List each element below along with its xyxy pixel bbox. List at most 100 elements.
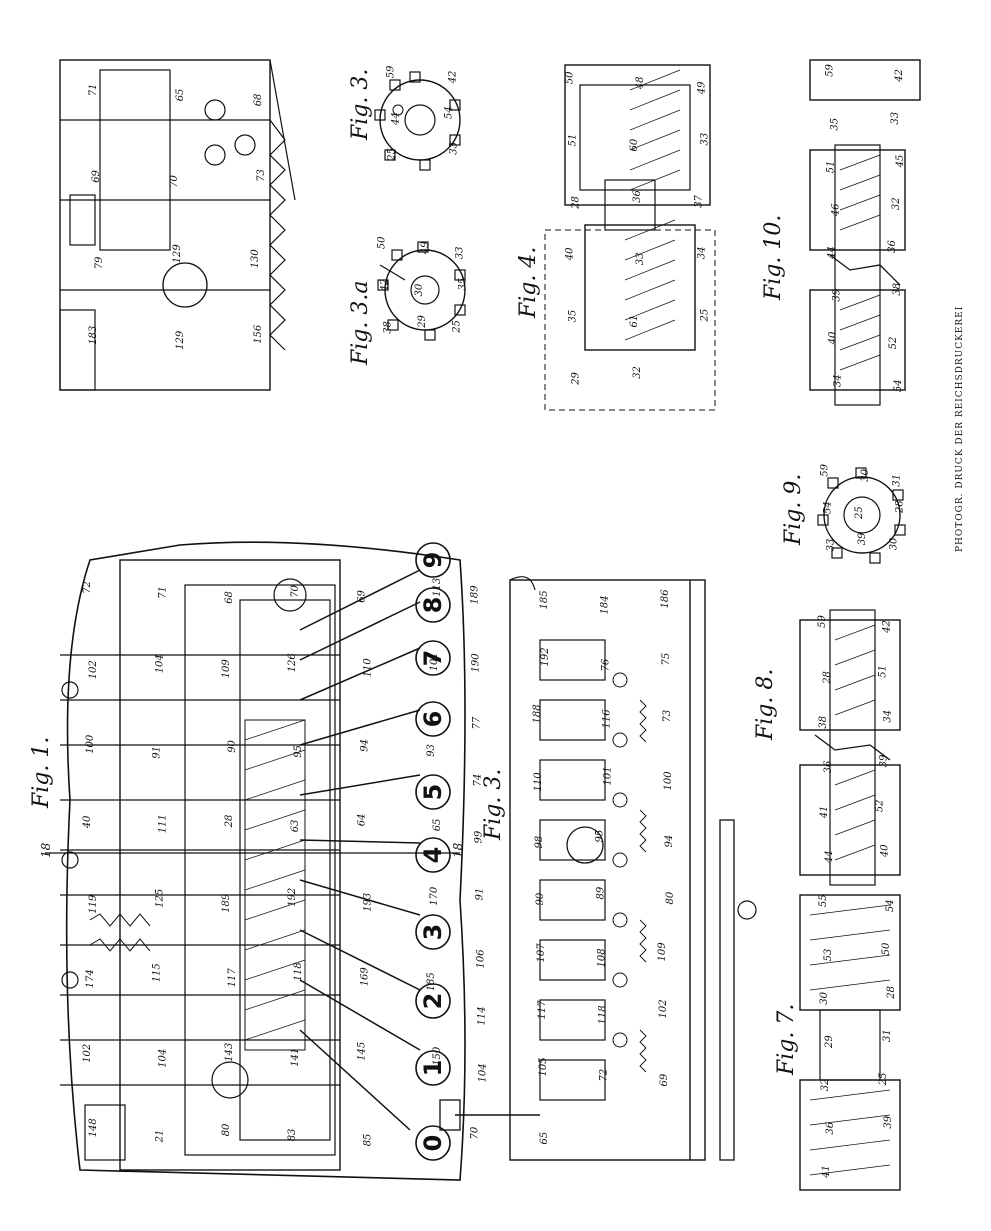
ref-numeral-fig1: 91 [152, 746, 163, 759]
ref-numeral-fig3: 105 [538, 1057, 549, 1076]
ref-numeral-fig10: 51 [825, 161, 836, 174]
ref-numeral-fig4: 33 [699, 133, 710, 146]
key-7 [415, 640, 451, 676]
ref-numeral-fig1: 119 [88, 894, 99, 914]
ref-numeral-fig8: 42 [881, 620, 892, 634]
key-label-5: 5 [419, 784, 447, 801]
ref-numeral-fig3a: 42 [379, 279, 390, 293]
fig9-label: Fig. 9. [781, 474, 806, 546]
ref-numeral-fig1: 68 [224, 591, 235, 604]
ref-numeral-fig3_top: 59 [386, 65, 397, 78]
ref-numeral-fig4: 49 [696, 81, 707, 95]
key-9 [415, 542, 451, 578]
printer-footer: PHOTOGR. DRUCK DER REICHSDRUCKEREI [955, 306, 965, 552]
ref-numeral-fig1: 117 [227, 968, 238, 988]
ref-numeral-fig7: 36 [825, 1121, 836, 1134]
ref-numeral-fig7: 32 [820, 1079, 831, 1092]
ref-numeral-fig2: 70 [169, 174, 180, 187]
key-8 [415, 587, 451, 623]
ref-numeral-fig10: 36 [887, 240, 898, 253]
ref-numeral-fig7: 25 [878, 1073, 889, 1087]
ref-numeral-fig2: 73 [256, 169, 267, 182]
ref-numeral-fig9: 25 [854, 506, 865, 520]
ref-numeral-fig3: 89 [595, 886, 606, 899]
ref-numeral-fig3: 107 [536, 943, 547, 963]
fig3-top-disc [374, 71, 461, 171]
fig2-drawing [59, 59, 296, 391]
key-label-0: 0 [419, 1135, 447, 1152]
ref-numeral-fig7: 29 [824, 1035, 835, 1049]
ref-numeral-fig9: 28 [894, 500, 905, 514]
ref-numeral-fig3: 109 [657, 942, 668, 962]
key-label-8: 8 [419, 597, 447, 614]
ref-numeral-fig1: 72 [82, 581, 93, 594]
fig4-label: Fig. 4. [516, 247, 541, 319]
ref-numeral-fig3a: 38 [382, 321, 393, 334]
ref-numeral-fig1: 169 [360, 967, 371, 987]
ref-numeral-fig1: 189 [221, 893, 232, 913]
fig3b-label: Fig. 3. [348, 69, 373, 141]
ref-numeral-fig3: 80 [665, 891, 676, 904]
ref-numeral-fig4: 50 [565, 71, 576, 84]
ref-numeral-fig3: 102 [658, 999, 669, 1018]
ref-numeral-fig7: 30 [819, 991, 830, 1004]
ref-numeral-fig3: 186 [660, 589, 671, 609]
ref-numeral-fig2: 129 [172, 244, 183, 264]
fig1-drawing [45, 541, 466, 1181]
ref-numeral-fig4: 34 [696, 246, 707, 259]
ref-numeral-fig3: 108 [596, 948, 607, 967]
ref-numeral-fig8: 59 [817, 615, 828, 628]
ref-numeral-fig1: 83 [287, 1129, 298, 1142]
ref-numeral-fig4: 35 [568, 310, 579, 323]
key-2 [415, 983, 451, 1019]
ref-numeral-fig3a: 33 [455, 246, 466, 259]
ref-numeral-fig3: 98 [534, 836, 545, 849]
ref-numeral-fig2: 71 [88, 84, 99, 97]
fig8-label: Fig. 8. [753, 669, 778, 741]
key-1 [415, 1050, 451, 1086]
ref-numeral-fig1: 85 [363, 1134, 374, 1147]
ref-numeral-fig1: 110 [363, 658, 374, 678]
key-0 [415, 1125, 451, 1161]
ref-numeral-fig1: 101 [429, 652, 440, 671]
ref-numeral-fig1: 40 [82, 815, 93, 829]
ref-numeral-fig3: 94 [664, 835, 675, 848]
ref-numeral-fig8: 52 [874, 800, 885, 813]
ref-numeral-fig1: 71 [158, 586, 169, 599]
ref-numeral-fig3a: 50 [376, 236, 387, 249]
ref-numeral-fig1: 70 [290, 584, 301, 597]
ref-numeral-fig3: 189 [469, 585, 480, 605]
ref-numeral-fig3a: 49 [420, 241, 431, 255]
ref-numeral-fig4: 51 [568, 134, 579, 147]
ref-numeral-fig1: 93 [426, 744, 437, 757]
ref-numeral-fig3: 116 [601, 709, 612, 729]
section-mark-top: 18 [39, 842, 53, 858]
ref-numeral-fig10: 44 [826, 246, 837, 260]
ref-numeral-fig3: 118 [597, 1005, 608, 1024]
key-label-9: 9 [419, 552, 447, 569]
ref-numeral-fig3: 188 [532, 704, 543, 723]
fig1-bars [60, 654, 340, 1086]
ref-numeral-fig3: 99 [473, 830, 484, 843]
ref-numeral-fig1: 69 [357, 589, 368, 602]
ref-numeral-fig3: 192 [540, 647, 551, 666]
ref-numeral-fig3_top: 54 [444, 106, 455, 119]
ref-numeral-fig2: 183 [88, 326, 99, 345]
ref-numeral-fig2: 68 [253, 94, 264, 107]
ref-numeral-fig1: 65 [432, 819, 443, 832]
key-3 [415, 914, 451, 950]
ref-numeral-fig7: 53 [823, 949, 834, 962]
ref-numeral-fig1: 100 [85, 734, 96, 754]
ref-numeral-fig2: 79 [94, 256, 105, 269]
ref-numeral-fig3a: 35 [458, 278, 469, 291]
ref-numeral-fig3a: 29 [417, 314, 428, 328]
ref-numeral-fig10: 39 [831, 288, 842, 301]
key-label-3: 3 [419, 924, 447, 941]
ref-numeral-fig10: 46 [830, 203, 841, 217]
ref-numeral-fig3: 76 [600, 658, 611, 671]
ref-numeral-fig1: 118 [293, 962, 304, 981]
ref-numeral-fig1: 90 [227, 739, 238, 752]
ref-numeral-fig1: 126 [287, 653, 298, 673]
